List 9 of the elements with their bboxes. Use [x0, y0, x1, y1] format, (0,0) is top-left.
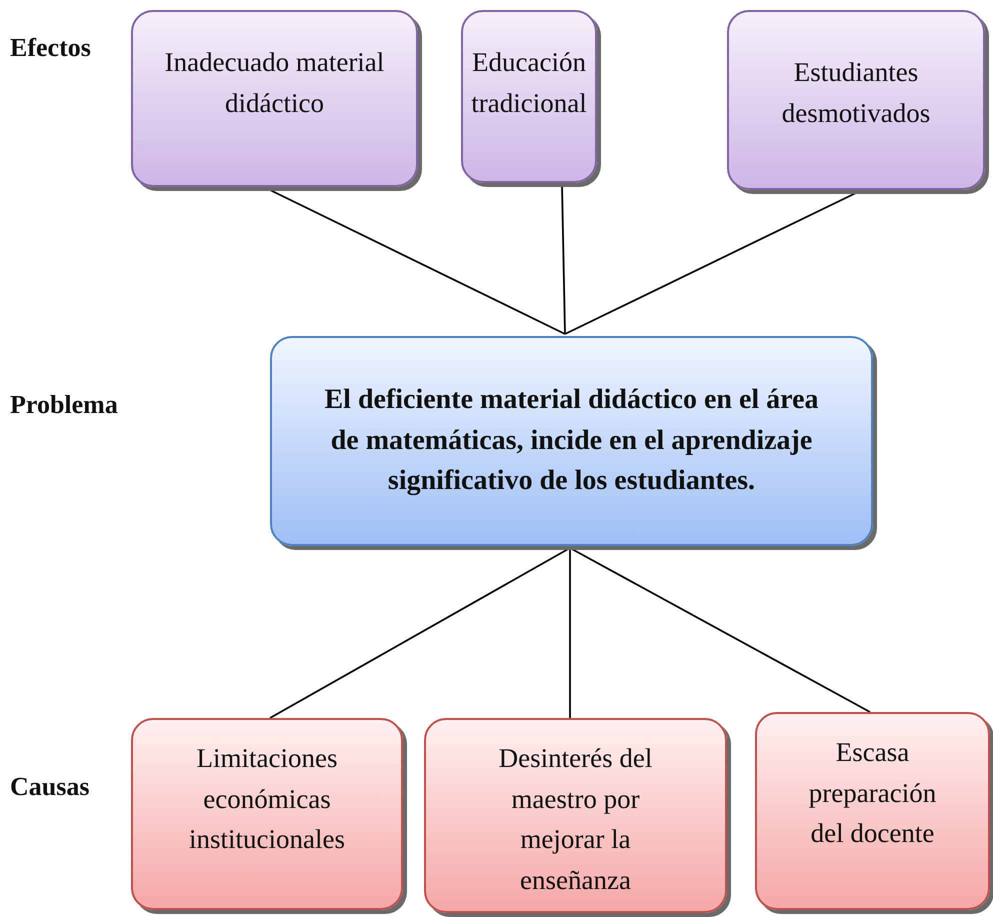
connector-line — [570, 547, 870, 713]
connector-line — [569, 548, 571, 718]
connector-line — [561, 184, 566, 334]
row-label: Problema — [10, 390, 118, 420]
row-label: Causas — [10, 772, 90, 802]
connector-line — [270, 189, 566, 335]
connector-line — [270, 547, 570, 719]
row-label: Efectos — [10, 33, 91, 63]
connector-line — [564, 191, 858, 335]
